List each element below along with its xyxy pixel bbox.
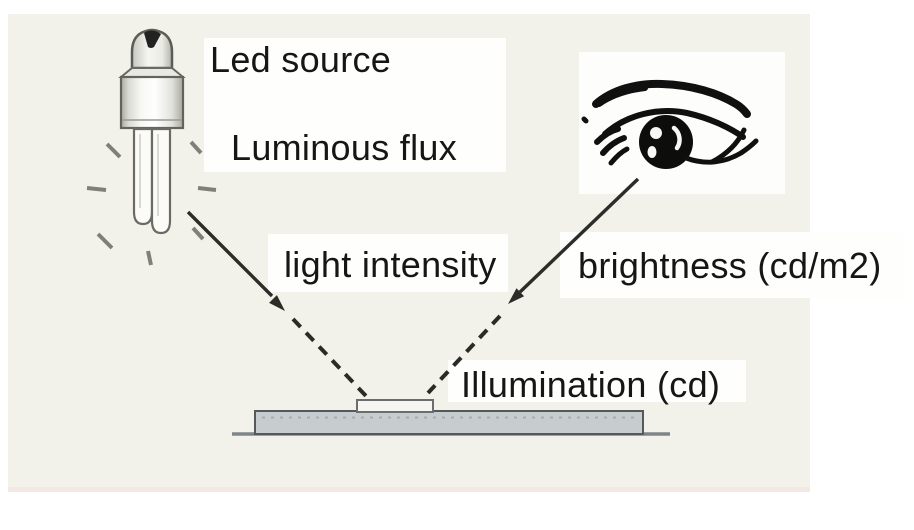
label-highlight-patches <box>204 38 905 402</box>
outer-lash <box>709 127 747 165</box>
eyebrow-dot <box>581 116 589 124</box>
brightness-label: brightness (cd/m2) <box>578 245 882 286</box>
lower-lash <box>683 138 759 165</box>
arrow-shaft <box>186 210 274 298</box>
bulb-collar <box>118 67 186 78</box>
surface-slab <box>254 410 644 435</box>
led-source-label: Led source <box>210 39 391 80</box>
iris <box>639 115 693 169</box>
eyebrow-thick-edge <box>596 85 648 107</box>
upper-eyelid <box>602 108 746 140</box>
led-bulb-icon <box>86 28 217 266</box>
light-rays-icon <box>86 140 217 266</box>
eyebrow <box>592 79 751 118</box>
inner-corner-stroke-1 <box>594 126 621 145</box>
arrowhead <box>508 288 525 304</box>
inner-corner-stroke-3 <box>608 146 630 166</box>
brightness-arrow <box>426 177 640 395</box>
patch-top-labels <box>204 38 506 172</box>
illuminated-surface <box>232 399 670 436</box>
patch-light-intensity <box>268 234 508 292</box>
arrowhead <box>269 295 285 311</box>
light-intensity-arrow <box>186 210 368 398</box>
illumination-label: Illumination (cd) <box>461 364 720 405</box>
light-intensity-label: light intensity <box>284 244 497 285</box>
eye-icon <box>581 79 759 169</box>
iris-highlight <box>650 127 662 139</box>
iris-highlight-low <box>647 146 657 158</box>
iris-highlight-crescent <box>671 125 682 151</box>
measurement-patch <box>356 399 434 413</box>
bulb-tip <box>144 30 161 48</box>
paper-bottom-edge <box>8 487 810 492</box>
bulb-tubes <box>132 127 172 235</box>
patch-brightness <box>560 232 905 298</box>
arrow-shaft <box>518 177 640 294</box>
luminous-flux-label: Luminous flux <box>231 127 457 168</box>
bulb-dome <box>130 28 174 70</box>
patch-illumination <box>448 360 746 402</box>
inner-corner-stroke-2 <box>600 135 627 156</box>
